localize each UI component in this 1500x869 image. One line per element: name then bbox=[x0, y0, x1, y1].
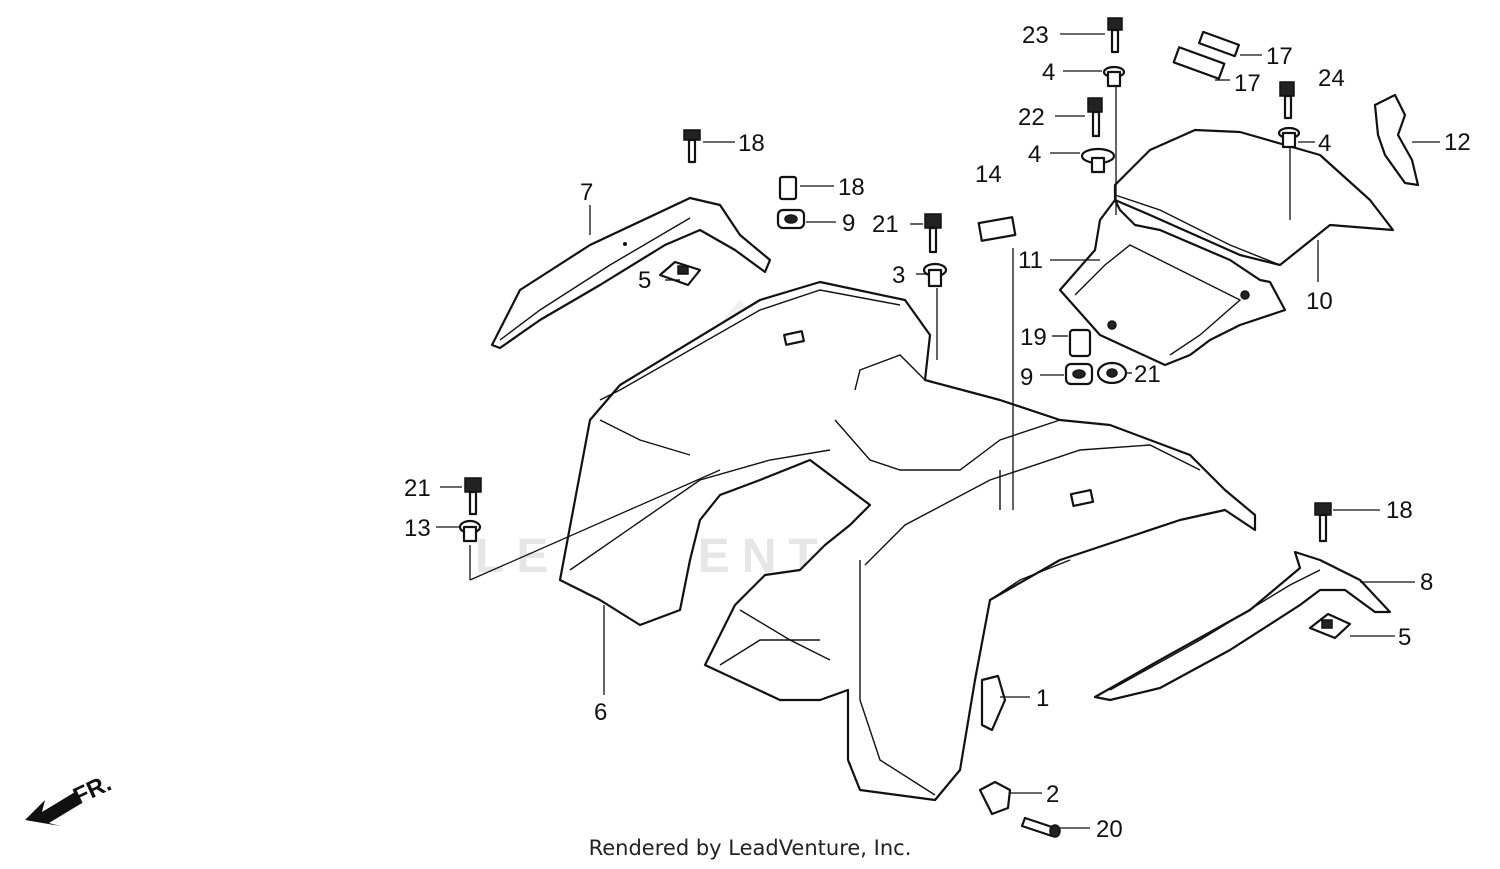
rear-box-lid[interactable] bbox=[1113, 128, 1395, 267]
callout-12: 12 bbox=[1444, 129, 1471, 156]
rear-fender[interactable] bbox=[558, 280, 1257, 802]
callout-3: 3 bbox=[892, 262, 905, 289]
callout-5: 5 bbox=[638, 267, 651, 294]
box-frame[interactable] bbox=[1058, 198, 1287, 367]
callout-20: 21 bbox=[1134, 361, 1161, 388]
callout-21: 21 bbox=[872, 211, 899, 238]
fender-strip-right[interactable] bbox=[1093, 550, 1392, 702]
callout-18: 18 bbox=[838, 174, 865, 201]
callout-9: 9 bbox=[842, 210, 855, 237]
callout-10: 10 bbox=[1306, 288, 1333, 315]
callout-21: 21 bbox=[404, 475, 431, 502]
callout-2: 2 bbox=[1046, 781, 1059, 808]
leader-lines bbox=[436, 33, 1440, 829]
callout-16: 17 bbox=[1266, 43, 1293, 70]
callout-23: 24 bbox=[1318, 65, 1345, 92]
front-direction-arrow: FR. bbox=[25, 770, 116, 826]
callout-8: 8 bbox=[1420, 569, 1433, 596]
callout-23: 23 bbox=[1022, 22, 1049, 49]
fasteners bbox=[458, 17, 1420, 838]
footer-credit: Rendered by LeadVenture, Inc. bbox=[588, 836, 912, 860]
callout-22: 22 bbox=[1018, 104, 1045, 131]
callout-17: 18 bbox=[1386, 497, 1413, 524]
callout-4: 4 bbox=[1318, 130, 1331, 157]
callout-9: 9 bbox=[1020, 364, 1033, 391]
callout-1: 1 bbox=[1036, 685, 1049, 712]
callout-7: 7 bbox=[580, 179, 593, 206]
callout-6: 6 bbox=[594, 699, 607, 726]
callout-13: 13 bbox=[404, 515, 431, 542]
callout-19: 20 bbox=[1096, 816, 1123, 843]
callout-labels: 23 4 22 4 17 17 24 4 12 18 18 9 5 7 21 3… bbox=[404, 22, 1471, 843]
callout-15: 17 bbox=[1234, 70, 1261, 97]
callout-17: 18 bbox=[738, 130, 765, 157]
callout-14: 14 bbox=[975, 161, 1002, 188]
callout-4: 4 bbox=[1042, 59, 1055, 86]
callout-18: 19 bbox=[1020, 324, 1047, 351]
callout-5: 5 bbox=[1398, 624, 1411, 651]
callout-4: 4 bbox=[1028, 141, 1041, 168]
callout-11: 11 bbox=[1018, 247, 1043, 274]
fender-strip-left[interactable] bbox=[490, 196, 772, 350]
